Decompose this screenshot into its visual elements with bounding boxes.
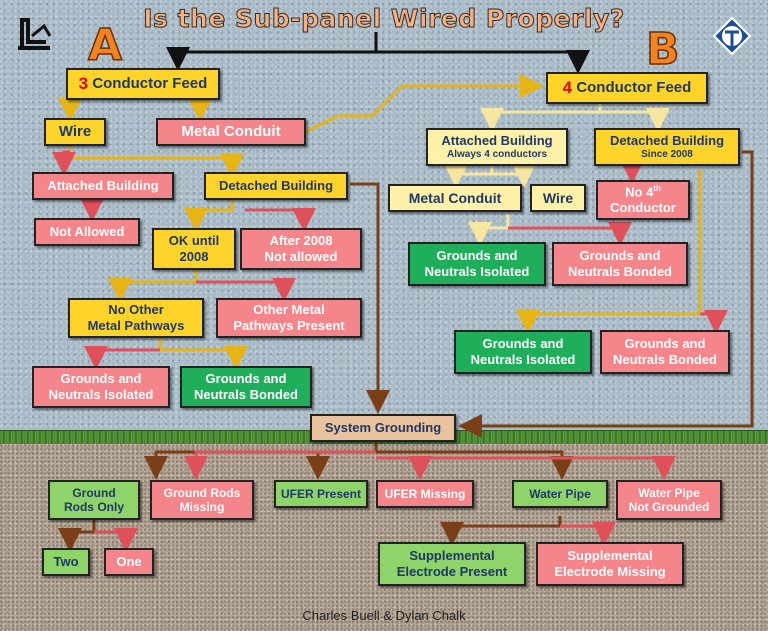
b-no-4th-line1: No 4 — [625, 184, 654, 200]
b-grounds-neutrals-isolated-box-1: Grounds and Neutrals Isolated — [408, 242, 546, 286]
supplemental-electrode-missing-box: Supplemental Electrode Missing — [536, 542, 684, 586]
system-grounding-box: System Grounding — [310, 414, 456, 442]
author-credit: Charles Buell & Dylan Chalk — [302, 608, 466, 623]
water-pipe-not-grounded-line1: Water Pipe — [638, 485, 700, 500]
b-bonded-1-line1: Grounds and — [579, 248, 661, 264]
a-conductor-feed-box: 3 Conductor Feed — [66, 68, 220, 100]
a-metal-conduit-box: Metal Conduit — [156, 118, 306, 146]
b-isolated-2-line2: Neutrals Isolated — [470, 352, 576, 367]
ground-rods-missing-box: Ground Rods Missing — [150, 480, 254, 520]
b-no-4th-conductor-box: No 4th Conductor — [596, 180, 690, 220]
a-not-allowed-box: Not Allowed — [34, 218, 140, 246]
b-bonded-1-line2: Neutrals Bonded — [567, 264, 672, 279]
option-b-label: B — [645, 23, 680, 76]
b-grounds-neutrals-isolated-box-2: Grounds and Neutrals Isolated — [454, 330, 592, 374]
a-isolated-line2: Neutrals Isolated — [48, 387, 154, 402]
ground-rods-only-line2: Rods Only — [63, 500, 124, 514]
two-rods-box: Two — [42, 548, 90, 576]
b-attached-building-box: Attached Building Always 4 conductors — [426, 128, 568, 166]
b-feed-label: Conductor Feed — [576, 79, 692, 96]
b-bonded-2-line2: Neutrals Bonded — [612, 352, 717, 367]
supplemental-electrode-present-box: Supplemental Electrode Present — [378, 542, 526, 586]
ground-rods-missing-line2: Missing — [179, 500, 225, 514]
a-feed-count: 3 — [78, 73, 89, 93]
a-grounds-neutrals-bonded-box: Grounds and Neutrals Bonded — [180, 366, 312, 408]
b-conductor-feed-box: 4 Conductor Feed — [546, 72, 708, 104]
b-isolated-1-line2: Neutrals Isolated — [424, 264, 530, 279]
b-grounds-neutrals-bonded-box-2: Grounds and Neutrals Bonded — [600, 330, 730, 374]
a-wire-box: Wire — [44, 118, 106, 146]
a-ok-until-2008-box: OK until 2008 — [152, 228, 236, 270]
supp-missing-line1: Supplemental — [567, 548, 653, 564]
inspector-shield-logo-icon — [712, 16, 752, 56]
a-feed-label: Conductor Feed — [92, 75, 208, 92]
ufer-missing-box: UFER Missing — [376, 480, 474, 508]
b-bonded-2-line1: Grounds and — [624, 336, 706, 352]
a-bonded-line2: Neutrals Bonded — [193, 387, 298, 402]
a-no-other-metal-pathways-box: No Other Metal Pathways — [68, 298, 204, 338]
b-isolated-2-line1: Grounds and — [482, 336, 564, 352]
a-after-2008-box: After 2008 Not allowed — [240, 228, 362, 270]
a-no-other-line1: No Other — [108, 302, 164, 318]
supp-present-line2: Electrode Present — [396, 564, 508, 579]
a-other-metal-pathways-box: Other Metal Pathways Present — [216, 298, 362, 338]
building-logo-icon — [18, 18, 52, 50]
a-bonded-line1: Grounds and — [205, 371, 287, 387]
b-attached-line2: Always 4 conductors — [446, 148, 548, 160]
a-after-2008-line2: Not allowed — [264, 249, 338, 264]
a-ok-until-line1: OK until — [168, 233, 220, 249]
a-attached-building-box: Attached Building — [32, 172, 174, 200]
b-wire-box: Wire — [530, 184, 586, 212]
a-other-present-line1: Other Metal — [253, 302, 325, 318]
supp-missing-line2: Electrode Missing — [554, 564, 666, 579]
ground-rods-only-line1: Ground — [72, 485, 116, 500]
one-rod-box: One — [104, 548, 154, 576]
b-detached-line1: Detached Building — [609, 133, 725, 149]
ground-rods-missing-line1: Ground Rods — [163, 485, 241, 500]
a-isolated-line1: Grounds and — [60, 371, 142, 387]
supp-present-line1: Supplemental — [409, 548, 495, 564]
b-feed-count: 4 — [562, 77, 573, 97]
a-grounds-neutrals-isolated-box: Grounds and Neutrals Isolated — [32, 366, 170, 408]
b-detached-building-box: Detached Building Since 2008 — [594, 128, 740, 166]
b-grounds-neutrals-bonded-box-1: Grounds and Neutrals Bonded — [552, 242, 688, 286]
b-detached-line2: Since 2008 — [641, 148, 693, 160]
water-pipe-not-grounded-line2: Not Grounded — [628, 500, 710, 514]
ufer-present-box: UFER Present — [274, 480, 368, 508]
b-metal-conduit-box: Metal Conduit — [388, 184, 522, 212]
ground-rods-only-box: Ground Rods Only — [48, 480, 140, 520]
page-title: Is the Sub-panel Wired Properly? — [143, 4, 625, 34]
b-no-4th-line2: Conductor — [610, 200, 676, 216]
a-after-2008-line1: After 2008 — [269, 233, 333, 249]
b-attached-line1: Attached Building — [441, 133, 553, 149]
option-a-label: A — [87, 19, 123, 72]
a-ok-until-line2: 2008 — [179, 249, 209, 264]
b-isolated-1-line1: Grounds and — [436, 248, 518, 264]
a-no-other-line2: Metal Pathways — [87, 318, 185, 333]
water-pipe-box: Water Pipe — [512, 480, 608, 508]
water-pipe-not-grounded-box: Water Pipe Not Grounded — [616, 480, 722, 520]
a-detached-building-box: Detached Building — [204, 172, 348, 200]
b-no-4th-sup: th — [653, 184, 661, 194]
a-other-present-line2: Pathways Present — [233, 318, 345, 333]
